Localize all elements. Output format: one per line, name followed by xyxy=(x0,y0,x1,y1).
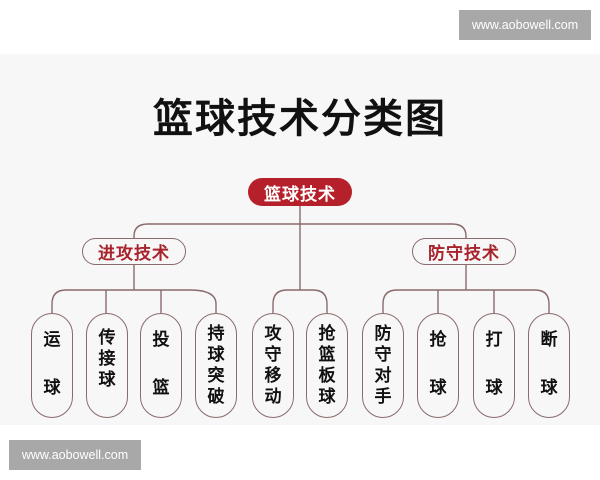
category-node-offense: 进攻技术 xyxy=(82,238,186,265)
leaf-node-dribbling: 运 球 xyxy=(31,313,73,418)
watermark-bottom: www.aobowell.com xyxy=(9,440,141,470)
leaf-char: 球 xyxy=(540,378,558,398)
leaf-char: 攻 xyxy=(264,323,282,344)
leaf-node-guarding: 防 守 对 手 xyxy=(362,313,404,418)
leaf-char: 防 xyxy=(374,323,392,344)
leaf-char: 守 xyxy=(264,344,282,365)
leaf-node-stealing: 抢 球 xyxy=(417,313,459,418)
leaf-char: 球 xyxy=(485,378,503,398)
leaf-char: 打 xyxy=(485,330,503,350)
leaf-char: 突 xyxy=(207,365,225,386)
leaf-node-slapping: 打 球 xyxy=(473,313,515,418)
leaf-char: 球 xyxy=(43,378,61,398)
leaf-node-intercepting: 断 球 xyxy=(528,313,570,418)
leaf-char: 移 xyxy=(264,365,282,386)
leaf-node-passing: 传 接 球 xyxy=(86,313,128,418)
leaf-node-drive: 持 球 突 破 xyxy=(195,313,237,418)
diagram-title: 篮球技术分类图 xyxy=(153,96,447,142)
leaf-char: 断 xyxy=(540,330,558,350)
leaf-node-footwork: 攻 守 移 动 xyxy=(252,313,294,418)
leaf-char: 球 xyxy=(98,370,116,390)
leaf-char: 篮 xyxy=(318,344,336,365)
leaf-char: 板 xyxy=(318,365,336,386)
leaf-char: 抢 xyxy=(429,330,447,350)
leaf-char: 动 xyxy=(264,386,282,407)
leaf-char: 球 xyxy=(207,344,225,365)
leaf-node-shooting: 投 篮 xyxy=(140,313,182,418)
leaf-char: 对 xyxy=(374,365,392,386)
root-node: 篮球技术 xyxy=(248,178,352,206)
leaf-char: 篮 xyxy=(152,378,170,398)
leaf-char: 球 xyxy=(318,386,336,407)
leaf-char: 破 xyxy=(207,386,225,407)
leaf-char: 球 xyxy=(429,378,447,398)
leaf-char: 持 xyxy=(207,323,225,344)
leaf-char: 投 xyxy=(152,330,170,350)
leaf-char: 手 xyxy=(374,386,392,407)
leaf-char: 接 xyxy=(98,349,116,369)
leaf-char: 守 xyxy=(374,344,392,365)
leaf-char: 传 xyxy=(98,328,116,348)
category-node-defense: 防守技术 xyxy=(412,238,516,265)
leaf-char: 运 xyxy=(43,330,61,350)
leaf-node-rebounding: 抢 篮 板 球 xyxy=(306,313,348,418)
leaf-char: 抢 xyxy=(318,323,336,344)
watermark-top: www.aobowell.com xyxy=(459,10,591,40)
